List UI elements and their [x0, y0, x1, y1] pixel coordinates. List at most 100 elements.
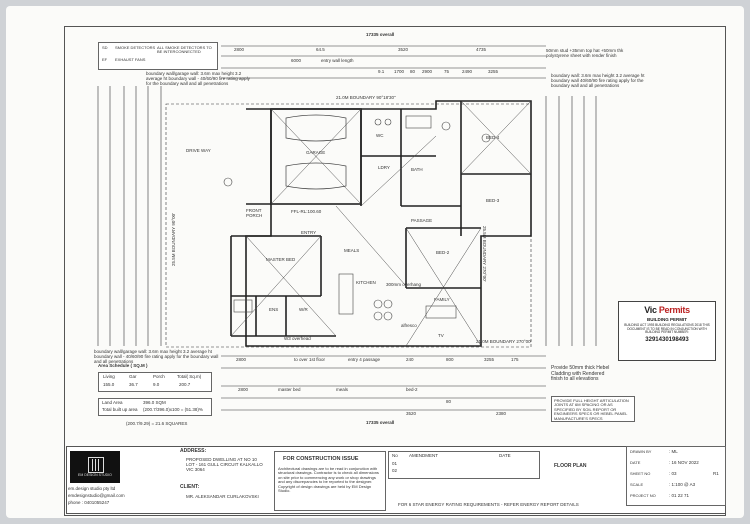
bottom-dim-1: 2800: [236, 357, 247, 362]
top-dim2-3: 9.1: [378, 69, 385, 74]
revision: R1: [713, 471, 719, 476]
area-head-living: Living: [103, 374, 115, 379]
room-bed3: BED-3: [486, 198, 500, 203]
top-dim-3: 3520: [398, 47, 409, 52]
joints-note-box: PROVIDE FULL HEIGHT ARTICULATION JOINTS …: [551, 396, 635, 422]
room-wir: W/R: [299, 307, 308, 312]
render-note: Provide 50mm thick Hebel Cladding with R…: [551, 365, 610, 382]
bottom-dim-12: 80: [446, 399, 452, 404]
w3-overhead: W3 overhead: [284, 336, 311, 341]
sheet-no-label: SHEET NO: [630, 471, 651, 476]
boundary-bottom: 21.0M BOUNDARY 270°00': [476, 339, 532, 344]
amendment-table: No AMENDMENT DATE 01 02: [388, 451, 540, 479]
area-total: 200.7: [179, 382, 191, 387]
boundary-right: 25.5M BOUNDARY 270°00': [482, 226, 487, 282]
overall-bottom-dim: 17335 overall: [366, 420, 395, 425]
overhang-note: 300mm overhang: [386, 282, 422, 287]
top-dim2-4: 1700: [394, 69, 405, 74]
top-dim-4: 4735: [476, 47, 487, 52]
legend-text-ef: EXHAUST FANS: [115, 57, 146, 62]
drawing-info: DRAWN BY : ML DATE : 16 NOV 2022 SHEET N…: [626, 446, 726, 506]
drawn-label: DRAWN BY: [630, 449, 652, 454]
room-alfresco: alfresco: [401, 323, 417, 328]
logo-text: EM DESIGN STUDIO: [78, 473, 112, 477]
bottom-dim-7: 175: [511, 357, 519, 362]
land-area-value: 396.0 SQM: [143, 400, 166, 405]
legend-box: SD SMOKE DETECTORS ALL SMOKE DETECTORS T…: [98, 42, 218, 70]
date-label: DATE: [630, 460, 641, 465]
amend-no-label: No: [392, 453, 398, 458]
top-dim2-9: 3255: [488, 69, 499, 74]
project-label: PROJECT NO: [630, 493, 656, 498]
amend-row-1: 01: [392, 461, 398, 466]
room-master: MASTER BED: [266, 257, 296, 262]
vic-permit-number: 3291430198493: [645, 337, 689, 344]
scale-label: SCALE: [630, 482, 644, 487]
top-dim-1: 2800: [234, 47, 245, 52]
date-value: : 16 NOV 2022: [669, 460, 699, 465]
squares-value: (200.7/9.29) = 21.6 SQUARES: [126, 421, 188, 426]
bottom-dim-6: 3255: [484, 357, 495, 362]
area-gar: 36.7: [129, 382, 138, 387]
bottom-dim-13: 3520: [406, 411, 417, 416]
area-porch: 9.0: [153, 382, 160, 387]
amend-label: AMENDMENT: [409, 453, 438, 458]
legend-code-sd: SD: [102, 45, 108, 50]
area-head-gar: Gar: [129, 374, 137, 379]
sheet-title: FLOOR PLAN: [554, 463, 587, 469]
drawing-frame: [64, 26, 726, 516]
legend-code-ef: EF: [102, 57, 108, 62]
company-name: em.design studio pty ltd: [68, 486, 116, 491]
legend-note-sd: ALL SMOKE DETECTORS TO BE INTERCONNECTED: [157, 45, 212, 55]
ffl-level: FFL-RL:100.60: [291, 209, 322, 214]
sheet-no-value: : 03: [669, 471, 677, 476]
company-phone: phone : 0401055247: [68, 500, 110, 505]
address-label: ADDRESS:: [180, 448, 207, 454]
drawn-value: : ML: [669, 449, 678, 454]
room-entry: ENTRY: [301, 230, 317, 235]
vic-permit-title: BUILDING PERMIT: [647, 317, 687, 322]
legend-text-sd: SMOKE DETECTORS: [115, 45, 156, 50]
bottom-dim-11: bed-2: [406, 387, 418, 392]
construction-box: FOR CONSTRUCTION ISSUE Architectural dra…: [274, 451, 386, 511]
energy-note: FOR 6 STAR ENERGY RATING REQUIREMENTS - …: [398, 502, 579, 507]
area-table: Living Gar Porch Total( Sq.m) 155.0 36.7…: [98, 372, 212, 392]
company-logo: EM DESIGN STUDIO: [70, 451, 120, 483]
client-label: CLIENT:: [180, 484, 200, 490]
construction-issue: FOR CONSTRUCTION ISSUE: [283, 456, 359, 462]
room-passage: PASSAGE: [411, 218, 433, 223]
bottom-dim-3: entry 4 passage: [348, 357, 381, 362]
project-value: : 01 22 71: [669, 493, 690, 498]
room-family: FAMILY: [434, 297, 450, 302]
em-logo-icon: [88, 457, 104, 473]
room-driveway: DRIVE WAY: [186, 148, 211, 153]
top-dim2-2: entry wall length: [321, 58, 354, 63]
overall-top-dim: 17335 overall: [366, 32, 395, 37]
company-email: emdesignstudio@gmail.com: [68, 493, 125, 498]
amend-date-label: DATE: [499, 453, 511, 458]
bottom-dim-5: 800: [446, 357, 454, 362]
vic-permits-logo: Vic Permits: [644, 305, 690, 315]
top-dim2-7: 75: [444, 69, 450, 74]
boundary-left: 25.5M BOUNDARY 90°00': [171, 212, 176, 266]
land-area-label: Land Area: [102, 400, 123, 405]
room-meals: MEALS: [344, 248, 360, 253]
room-tv: TV: [438, 333, 444, 338]
room-porch: FRONT PORCH: [246, 208, 263, 218]
floor-plan-drawing: [97, 45, 597, 411]
top-dim2-1: 6000: [291, 58, 302, 63]
wall-note-bottom-left: boundary wall/garage wall: 3.6m max heig…: [94, 349, 219, 364]
vic-permit-text: BUILDING ACT 1993 BUILDING REGULATIONS 2…: [624, 323, 710, 335]
room-bath: BATH: [411, 167, 423, 172]
area-living: 155.0: [103, 382, 115, 387]
room-kitchen: KITCHEN: [356, 280, 376, 285]
drawing-sheet: SD SMOKE DETECTORS ALL SMOKE DETECTORS T…: [6, 6, 744, 518]
room-bed2: BED-2: [436, 250, 450, 255]
bottom-dim-4: 240: [406, 357, 414, 362]
built-value: (200.7/396.0)x100 = (51.38)%: [143, 407, 203, 412]
amend-row-2: 02: [392, 468, 398, 473]
built-label: Total built up area: [102, 407, 138, 412]
top-dim2-8: 2490: [462, 69, 473, 74]
area-head-total: Total( Sq.m): [177, 374, 202, 379]
top-dim-2: 64.5: [316, 47, 325, 52]
